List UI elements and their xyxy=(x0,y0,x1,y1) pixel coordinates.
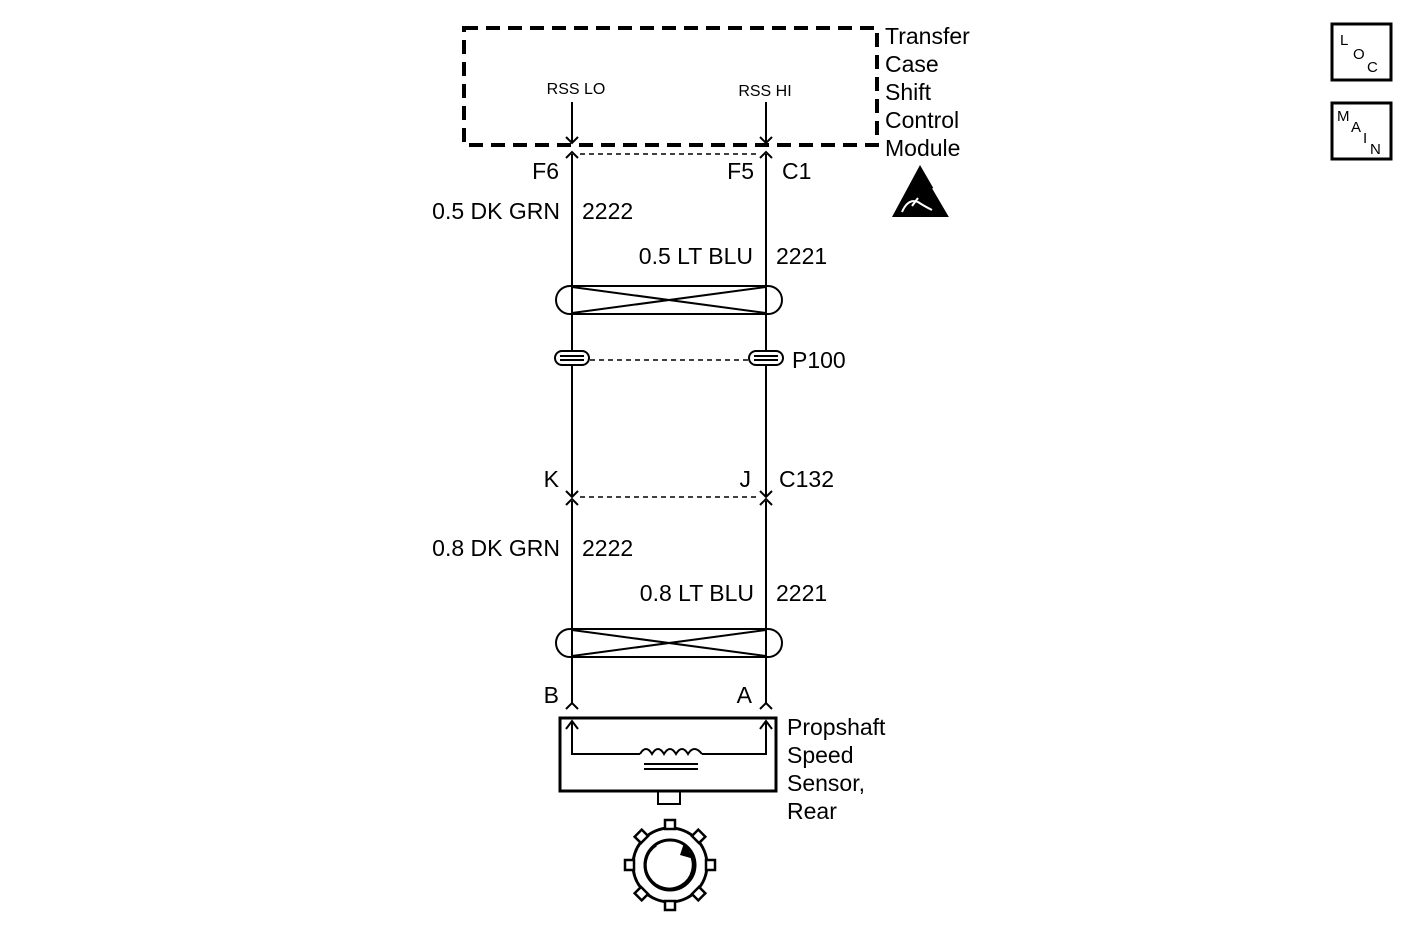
wire-upper-right-circuit: 2221 xyxy=(776,243,827,269)
pin-label-rss-hi: RSS HI xyxy=(738,83,791,100)
wire-circuit-2222 xyxy=(565,102,579,710)
esd-warning-icon xyxy=(892,165,951,218)
module-title-line-5: Module xyxy=(885,135,960,161)
connector-c1: F6 F5 C1 xyxy=(532,153,811,184)
module-title-line-3: Shift xyxy=(885,79,932,105)
connector-c1-cavity-f6: F6 xyxy=(532,158,559,184)
sensor-title-line-4: Rear xyxy=(787,798,837,824)
connector-c132-label: C132 xyxy=(779,466,834,492)
wire-circuit-2221 xyxy=(759,102,773,710)
main-button-letter-1: M xyxy=(1337,108,1350,125)
connector-c132-cavity-k: K xyxy=(544,466,560,492)
loc-button-letter-3: C xyxy=(1367,59,1378,76)
connector-sensor-cavity-a: A xyxy=(737,682,753,708)
twisted-pair-upper xyxy=(555,285,783,315)
reluctor-wheel-icon xyxy=(623,818,717,912)
connector-c132-cavity-j: J xyxy=(740,466,752,492)
main-button-letter-4: N xyxy=(1370,141,1381,158)
connector-c1-cavity-f5: F5 xyxy=(727,158,754,184)
wire-lower-right-circuit: 2221 xyxy=(776,580,827,606)
sensor-title-line-2: Speed xyxy=(787,742,854,768)
loc-button-letter-2: O xyxy=(1353,46,1365,63)
connector-sensor-cavity-b: B xyxy=(544,682,559,708)
module-title-line-1: Transfer xyxy=(885,23,970,49)
wire-lower-left-spec: 0.8 DK GRN xyxy=(432,535,560,561)
main-button-letter-3: I xyxy=(1363,130,1367,147)
wire-upper-left-spec: 0.5 DK GRN xyxy=(432,198,560,224)
propshaft-speed-sensor: Propshaft Speed Sensor, Rear xyxy=(558,714,886,824)
sensor-title-line-3: Sensor, xyxy=(787,770,865,796)
transfer-case-shift-control-module: RSS LO RSS HI Transfer Case Shift Contro… xyxy=(462,23,970,161)
wire-lower-left-circuit: 2222 xyxy=(582,535,633,561)
pin-label-rss-lo: RSS LO xyxy=(547,81,606,98)
pass-through-p100: P100 xyxy=(554,347,846,373)
connector-c132: K J C132 xyxy=(544,466,834,498)
loc-button[interactable]: L O C xyxy=(1330,22,1393,82)
wire-lower-right-spec: 0.8 LT BLU xyxy=(640,580,754,606)
module-title-line-2: Case xyxy=(885,51,939,77)
loc-button-letter-1: L xyxy=(1340,32,1348,49)
connector-c1-label: C1 xyxy=(782,158,811,184)
main-button[interactable]: M A I N xyxy=(1330,101,1393,161)
main-button-letter-2: A xyxy=(1351,119,1361,136)
pass-through-label: P100 xyxy=(792,347,846,373)
wire-upper-left-circuit: 2222 xyxy=(582,198,633,224)
sensor-title-line-1: Propshaft xyxy=(787,714,886,740)
wire-upper-right-spec: 0.5 LT BLU xyxy=(639,243,753,269)
module-title-line-4: Control xyxy=(885,107,959,133)
twisted-pair-lower xyxy=(555,628,783,658)
